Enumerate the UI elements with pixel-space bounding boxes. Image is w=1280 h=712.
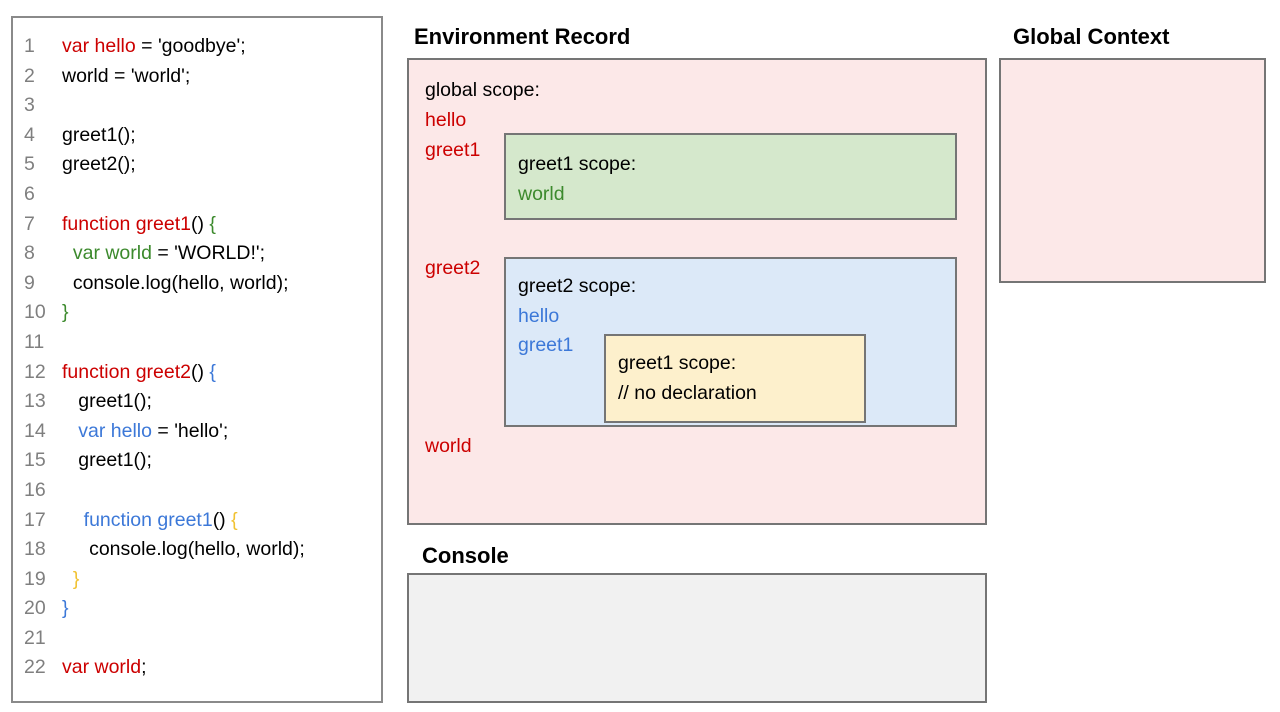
- line-number: 19: [24, 567, 46, 590]
- code-line: 7 function greet1() {: [24, 210, 381, 240]
- global-scope-label: global scope:: [425, 79, 540, 101]
- line-number: 4: [24, 123, 35, 146]
- code-line: 13 greet1();: [24, 387, 381, 417]
- line-number: 21: [24, 626, 46, 649]
- code-text: greet1();: [62, 390, 152, 413]
- code-line: 12 function greet2() {: [24, 358, 381, 388]
- code-text: function greet1() {: [83, 508, 238, 531]
- greet1-scope-var-world: world: [518, 183, 565, 205]
- code-line: 6: [24, 180, 381, 210]
- greet1-scope-label: greet1 scope:: [518, 153, 637, 175]
- code-line: 22 var world;: [24, 653, 381, 683]
- line-number: 1: [24, 35, 35, 57]
- line-number: 20: [24, 597, 46, 620]
- line-number: 8: [24, 242, 35, 265]
- code-text: world = 'world';: [62, 64, 191, 87]
- code-text: console.log(hello, world);: [62, 538, 305, 561]
- global-context-title: Global Context: [1013, 24, 1170, 49]
- code-text: function greet2() {: [62, 360, 216, 383]
- global-var-hello: hello: [425, 109, 467, 131]
- code-line: 15 greet1();: [24, 446, 381, 476]
- code-line: 5 greet2();: [24, 150, 381, 180]
- greet2-scope-label: greet2 scope:: [518, 275, 637, 297]
- code-line: 1 var hello = 'goodbye';: [24, 32, 381, 62]
- global-var-world: world: [425, 435, 472, 457]
- console-box: [407, 573, 987, 703]
- line-number: 15: [24, 449, 46, 472]
- code-text: }: [62, 301, 69, 324]
- code-line: 9 console.log(hello, world);: [24, 269, 381, 299]
- line-number: 5: [24, 153, 35, 176]
- code-text: greet1();: [62, 449, 152, 472]
- greet2-scope-box: greet2 scope: hello greet1 greet1 scope:…: [504, 257, 957, 427]
- greet2-scope-var-greet1: greet1: [518, 334, 574, 356]
- line-number: 14: [24, 419, 46, 442]
- code-line: 11: [24, 328, 381, 358]
- console-title: Console: [422, 543, 509, 568]
- code-line: 3: [24, 91, 381, 121]
- inner-greet1-no-declaration-comment: // no declaration: [618, 382, 757, 404]
- line-number: 13: [24, 390, 46, 413]
- code-text: function greet1() {: [62, 212, 216, 235]
- line-number: 11: [24, 330, 45, 353]
- code-text: var hello = 'hello';: [78, 419, 229, 442]
- line-number: 22: [24, 656, 46, 679]
- code-text: console.log(hello, world);: [62, 271, 289, 294]
- line-number: 6: [24, 182, 35, 205]
- line-number: 3: [24, 94, 35, 117]
- code-line: 8 var world = 'WORLD!';: [24, 239, 381, 269]
- line-number: 16: [24, 478, 46, 501]
- global-context-box: [999, 58, 1266, 283]
- line-number: 2: [24, 64, 35, 87]
- code-line: 21: [24, 624, 381, 654]
- global-var-greet1: greet1: [425, 139, 481, 161]
- code-line: 18 console.log(hello, world);: [24, 535, 381, 565]
- code-line: 10}: [24, 298, 381, 328]
- code-text: var world = 'WORLD!';: [72, 242, 266, 265]
- line-number: 10: [24, 301, 46, 324]
- code-text: }: [62, 597, 69, 620]
- code-line: 17 function greet1() {: [24, 506, 381, 536]
- environment-record-title: Environment Record: [414, 24, 631, 49]
- code-text: var world;: [62, 656, 147, 679]
- inner-greet1-scope-box: greet1 scope: // no declaration: [604, 334, 866, 423]
- code-text: greet2();: [62, 153, 136, 176]
- line-number: 12: [24, 360, 46, 383]
- line-number: 7: [24, 212, 35, 235]
- code-line: 14 var hello = 'hello';: [24, 417, 381, 447]
- code-text: greet1();: [62, 123, 136, 146]
- code-text: var hello = 'goodbye';: [62, 35, 246, 57]
- line-number: 18: [24, 538, 46, 561]
- code-line: 20}: [24, 594, 381, 624]
- environment-record-box: global scope: hello greet1 greet1 scope:…: [407, 58, 987, 525]
- code-lines: 1 var hello = 'goodbye'; 2 world = 'world';…: [24, 32, 381, 683]
- line-number: 17: [24, 508, 46, 531]
- inner-greet1-scope-label: greet1 scope:: [618, 352, 737, 374]
- greet2-scope-var-hello: hello: [518, 305, 560, 327]
- code-panel: 1 var hello = 'goodbye'; 2 world = 'world';…: [11, 16, 383, 703]
- greet1-scope-box: greet1 scope: world: [504, 133, 957, 220]
- code-line: 4 greet1();: [24, 121, 381, 151]
- code-line: 16: [24, 476, 381, 506]
- global-var-greet2: greet2: [425, 257, 481, 279]
- code-line: 2 world = 'world';: [24, 62, 381, 92]
- code-line: 19 }: [24, 565, 381, 595]
- line-number: 9: [24, 271, 35, 294]
- code-text: }: [72, 567, 80, 590]
